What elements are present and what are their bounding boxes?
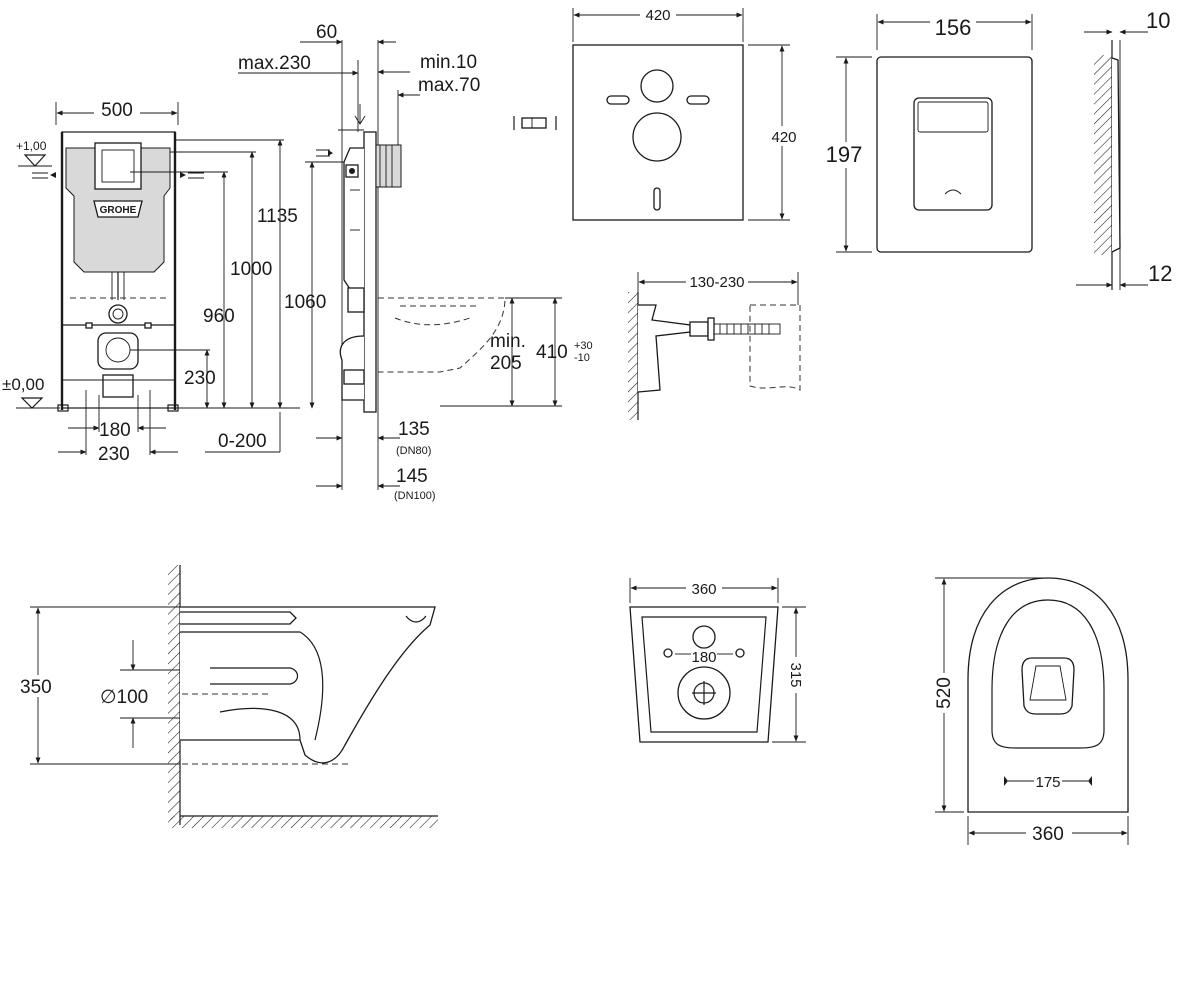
svg-text:1000: 1000 <box>230 259 272 280</box>
svg-text:min.10: min.10 <box>420 52 477 73</box>
svg-text:180: 180 <box>99 420 131 441</box>
svg-text:∅100: ∅100 <box>100 687 148 708</box>
svg-text:180: 180 <box>691 649 716 666</box>
svg-text:156: 156 <box>935 15 972 40</box>
svg-text:-10: -10 <box>574 352 590 364</box>
flush-button-front: 156 197 <box>824 13 1033 253</box>
svg-text:500: 500 <box>101 100 133 121</box>
svg-text:145: 145 <box>396 466 428 487</box>
svg-text:410: 410 <box>536 342 568 363</box>
svg-text:175: 175 <box>1035 774 1060 791</box>
svg-text:max.70: max.70 <box>418 75 480 96</box>
frame-side-view: 60 max.230 min.10 max.70 1060 0-200 135 … <box>205 22 593 502</box>
svg-text:GROHE: GROHE <box>100 205 137 216</box>
svg-text:315: 315 <box>787 662 804 687</box>
svg-text:(DN80): (DN80) <box>396 445 431 457</box>
svg-text:130-230: 130-230 <box>689 274 744 291</box>
flush-opening <box>94 142 142 190</box>
svg-text:420: 420 <box>771 129 796 146</box>
svg-text:350: 350 <box>20 677 52 698</box>
flush-button-side: 10 12 <box>1076 8 1172 290</box>
svg-text:197: 197 <box>826 142 863 167</box>
svg-text:10: 10 <box>1146 8 1170 33</box>
svg-text:60: 60 <box>316 22 337 43</box>
svg-text:205: 205 <box>490 353 522 374</box>
svg-text:min.: min. <box>490 331 526 352</box>
svg-text:360: 360 <box>691 581 716 598</box>
frame-front-view: GROHE +1,00 ±0,00 500 1135 <box>2 100 300 465</box>
svg-text:420: 420 <box>645 7 670 24</box>
bowl-top-view: 175 520 360 <box>932 577 1129 845</box>
svg-text:max.230: max.230 <box>238 53 311 74</box>
svg-text:135: 135 <box>398 419 430 440</box>
svg-text:+1,00: +1,00 <box>16 139 47 153</box>
bowl-rear-view: 180 360 315 <box>629 578 806 743</box>
svg-text:(DN100): (DN100) <box>394 490 436 502</box>
svg-text:360: 360 <box>1032 824 1064 845</box>
bolt-fixing-detail: 130-230 <box>628 272 801 420</box>
svg-text:+30: +30 <box>574 340 593 352</box>
drain-bend <box>97 332 139 370</box>
svg-text:230: 230 <box>98 444 130 465</box>
bowl-side-section: 350 ∅100 <box>20 565 438 828</box>
svg-text:±0,00: ±0,00 <box>2 375 44 394</box>
svg-text:12: 12 <box>1148 261 1172 286</box>
svg-text:1135: 1135 <box>257 206 298 227</box>
insulation-plate: 420 420 <box>513 4 802 221</box>
frame-profile <box>363 131 377 413</box>
svg-text:960: 960 <box>203 306 235 327</box>
svg-text:0-200: 0-200 <box>218 431 267 452</box>
grohe-logo: GROHE <box>93 200 143 218</box>
svg-text:520: 520 <box>934 677 955 709</box>
svg-text:230: 230 <box>184 368 216 389</box>
svg-text:1060: 1060 <box>284 292 326 313</box>
